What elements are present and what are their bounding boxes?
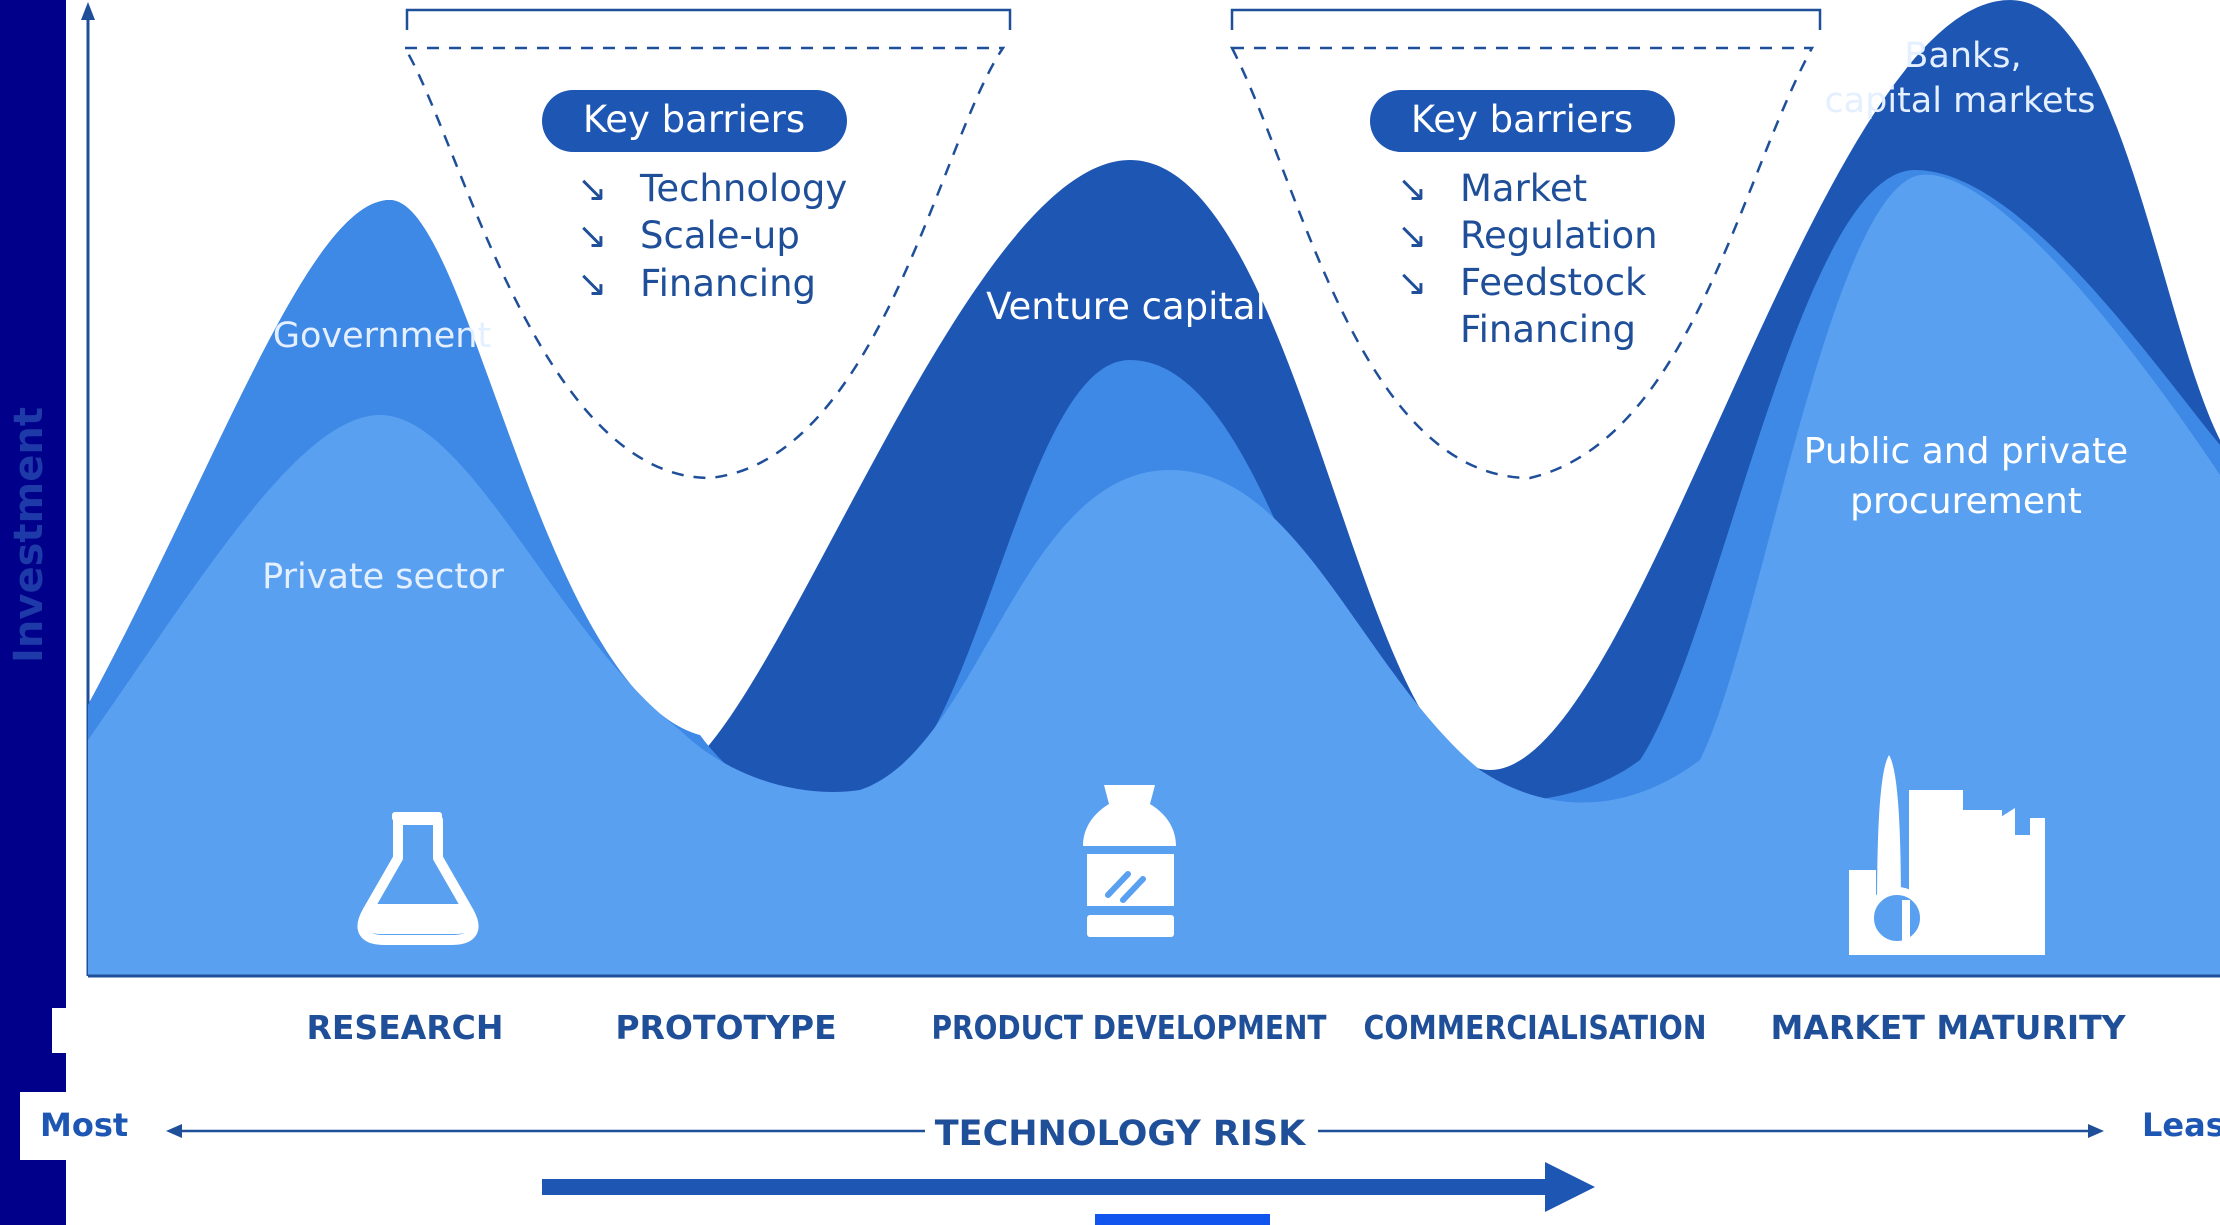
funnel-bracket-left: [405, 8, 1012, 30]
most-label-bg: [20, 1092, 140, 1160]
label-procurement-line2: procurement: [1850, 481, 2082, 522]
label-private-sector: Private sector: [262, 557, 504, 597]
barrier-funnel-right: Key barriers ↘ Market ↘ Regulation ↘ Fee…: [1229, 8, 1822, 480]
barrier-item-regulation: Regulation: [1460, 214, 1658, 257]
stage-label-product-development: PRODUCT DEVELOPMENT: [932, 1008, 1327, 1047]
barrier-item-market: Market: [1460, 167, 1587, 210]
y-axis-arrowhead: [81, 2, 95, 20]
funding-waves: [88, 0, 2220, 975]
barrier-item-feedstock: Feedstock: [1460, 261, 1647, 304]
barrier-item-scale-up: Scale-up: [640, 214, 800, 257]
barrier-item-technology: Technology: [639, 167, 847, 210]
barrier-arrow-icon: ↘: [577, 216, 607, 257]
light-band: [88, 174, 2220, 975]
barrier-item-financing: Financing: [1460, 308, 1636, 351]
key-barriers-pill-left: [542, 90, 847, 152]
stage-label-market-maturity: MARKET MATURITY: [1770, 1008, 2126, 1047]
bottle-icon: [1083, 785, 1176, 937]
barrier-arrow-icon: ↘: [577, 169, 607, 210]
risk-label-least: Least: [2142, 1106, 2220, 1144]
stage-label-prototype: PROTOTYPE: [615, 1008, 836, 1047]
stage-label-commercialisation: COMMERCIALISATION: [1364, 1008, 1707, 1047]
barrier-arrow-icon: ↘: [577, 264, 607, 305]
risk-arrowhead-right: [2088, 1124, 2104, 1138]
key-barriers-title-left: Key barriers: [583, 98, 805, 141]
risk-label-most: Most: [40, 1106, 128, 1144]
barrier-item-financing: Financing: [640, 262, 816, 305]
key-barriers-title-right: Key barriers: [1411, 98, 1633, 141]
progress-arrow-shaft: [542, 1179, 1552, 1195]
label-venture-capital: Venture capital: [986, 285, 1266, 328]
barrier-arrow-icon: ↘: [1397, 169, 1427, 210]
barrier-funnel-left: Key barriers ↘ Technology ↘ Scale-up ↘ F…: [402, 8, 1012, 480]
risk-axis-title: TECHNOLOGY RISK: [935, 1114, 1307, 1154]
factory-icon: [1849, 755, 2045, 955]
sidebar-tab: [52, 1008, 132, 1053]
risk-arrowhead-left: [166, 1124, 182, 1138]
label-banks-line1: Banks,: [1904, 36, 2021, 76]
bottom-accent-bar: [1095, 1214, 1270, 1225]
funnel-bracket-right: [1230, 8, 1822, 30]
label-banks-line2: capital markets: [1824, 81, 2095, 121]
funnel-outline-left: [402, 46, 1006, 480]
barrier-arrow-icon: ↘: [1397, 263, 1427, 304]
funnel-outline-right: [1229, 46, 1815, 480]
y-axis-label: Investment: [6, 407, 52, 663]
barrier-arrow-icon: ↘: [1397, 216, 1427, 257]
label-government: Government: [273, 316, 491, 356]
label-procurement-line1: Public and private: [1804, 431, 2128, 472]
stage-label-research: RESEARCH: [306, 1008, 503, 1047]
progress-arrow-head: [1545, 1162, 1595, 1212]
key-barriers-pill-right: [1370, 90, 1675, 152]
flask-icon: [357, 812, 479, 945]
